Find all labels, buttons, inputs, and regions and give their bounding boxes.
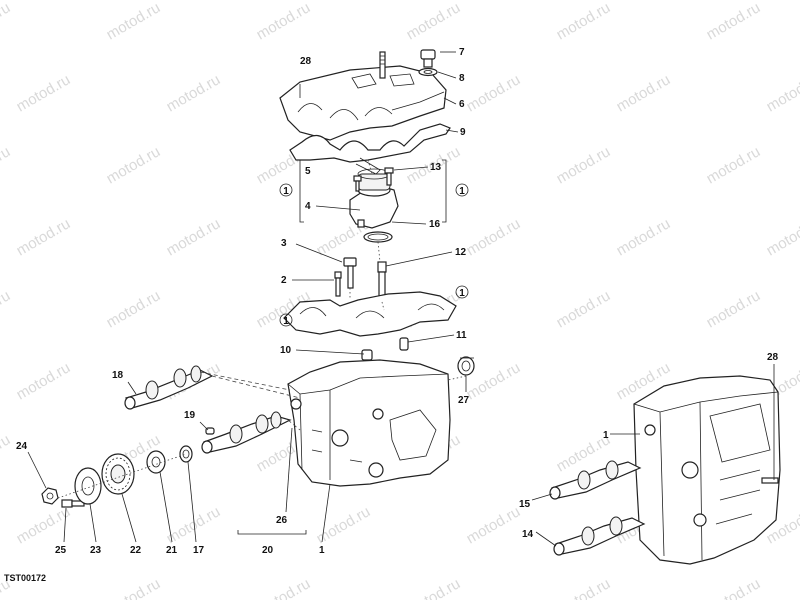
watermark-text: motod.ru [554, 575, 614, 600]
watermark-text: motod.ru [464, 503, 524, 547]
watermark-text: motod.ru [464, 215, 524, 259]
callout-28-top: 28 [300, 56, 312, 67]
callout-21: 21 [166, 545, 178, 556]
watermark-text: motod.ru [764, 215, 800, 259]
watermark-text: motod.ru [554, 287, 614, 331]
watermark-text: motod.ru [14, 215, 74, 259]
watermark-text: motod.ru [704, 575, 764, 600]
callout-26: 26 [276, 515, 288, 526]
housing-bolt-part [358, 220, 364, 227]
watermark-text: motod.ru [164, 503, 224, 547]
cover-stud-part [380, 52, 385, 78]
watermark-text: motod.ru [404, 0, 464, 43]
callout-14: 14 [522, 529, 534, 540]
watermark-text: motod.ru [104, 287, 164, 331]
watermark-text: motod.ru [614, 71, 674, 115]
valve-cover-part [280, 66, 446, 140]
callout-28-right: 28 [767, 352, 779, 363]
callout-4: 4 [305, 201, 311, 212]
callout-7: 7 [459, 47, 465, 58]
watermark-text: motod.ru [104, 143, 164, 187]
watermark-text: motod.ru [554, 143, 614, 187]
callout-3: 3 [281, 238, 287, 249]
timing-gear-part [102, 454, 134, 494]
callout-27: 27 [458, 395, 470, 406]
callout-23: 23 [90, 545, 102, 556]
washer-part [419, 69, 437, 76]
spacer-ring-part [180, 446, 192, 462]
callout-8: 8 [459, 73, 465, 84]
watermark-text: motod.ru [14, 71, 74, 115]
hub-part [147, 451, 165, 473]
reference-marker: 1 [280, 184, 292, 197]
callout-25: 25 [55, 545, 67, 556]
reference-marker-label: 1 [459, 288, 465, 299]
washer-plate-part [75, 468, 101, 504]
watermark-text: motod.ru [254, 575, 314, 600]
bearing-cap-bolt-part [335, 272, 341, 296]
watermark-text: motod.ru [704, 143, 764, 187]
bracket-bottom [238, 530, 306, 534]
bushing-part [362, 350, 372, 360]
callout-22: 22 [130, 545, 142, 556]
bearing-cap-bolt-part [344, 258, 356, 288]
watermark-text: motod.ru [104, 0, 164, 43]
callout-19: 19 [184, 410, 196, 421]
callout-1-left: 1 [319, 545, 325, 556]
callout-9: 9 [460, 127, 466, 138]
callout-1-right: 1 [603, 430, 609, 441]
watermark-text: motod.ru [104, 575, 164, 600]
cap-plug-part [421, 50, 435, 67]
reference-marker-label: 1 [283, 316, 289, 327]
watermark-text: motod.ru [554, 0, 614, 43]
camshaft-seal-part [458, 357, 474, 375]
watermark-text: motod.ru [0, 0, 13, 43]
watermark-text: motod.ru [764, 71, 800, 115]
callout-13: 13 [430, 162, 442, 173]
callout-6: 6 [459, 99, 465, 110]
watermark-text: motod.ru [254, 0, 314, 43]
callout-2: 2 [281, 275, 287, 286]
watermark-text: motod.ru [614, 215, 674, 259]
callout-17: 17 [193, 545, 205, 556]
o-ring-part [364, 232, 392, 242]
watermark-text: motod.ru [404, 575, 464, 600]
callout-20: 20 [262, 545, 274, 556]
reference-marker-label: 1 [283, 186, 289, 197]
reference-marker: 1 [456, 184, 468, 197]
callout-16: 16 [429, 219, 441, 230]
callout-24: 24 [16, 441, 28, 452]
dowel-pin-part [400, 338, 408, 350]
image-code-label: TST00172 [4, 573, 46, 583]
watermark-text: motod.ru [14, 359, 74, 403]
reference-marker-label: 1 [459, 186, 465, 197]
watermark-text: motod.ru [704, 287, 764, 331]
callout-18: 18 [112, 370, 124, 381]
watermark-text: motod.ru [0, 431, 13, 475]
callout-5: 5 [305, 166, 311, 177]
watermark-text: motod.ru [464, 71, 524, 115]
nut-part [42, 488, 58, 504]
watermark-text: motod.ru [164, 71, 224, 115]
callout-10: 10 [280, 345, 292, 356]
watermark-text: motod.ru [0, 143, 13, 187]
watermark-text: motod.ru [0, 287, 13, 331]
watermark-text: motod.ru [704, 0, 764, 43]
callout-15: 15 [519, 499, 531, 510]
callout-12: 12 [455, 247, 467, 258]
cylinder-head-part [288, 360, 450, 486]
bracket-left [300, 160, 304, 222]
callout-11: 11 [456, 330, 467, 341]
watermark-text: motod.ru [164, 215, 224, 259]
cylinder-head-assembled-part [634, 376, 780, 564]
